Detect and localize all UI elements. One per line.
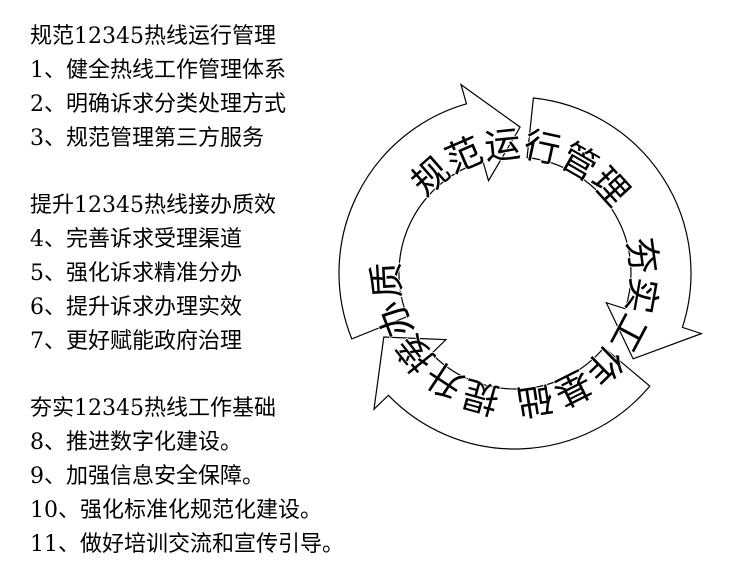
cycle-arrow-2 <box>373 336 651 450</box>
list-item: 2、明确诉求分类处理方式 <box>30 92 286 117</box>
list-item: 9、加强信息安全保障。 <box>30 464 264 489</box>
task-list: 规范12345热线运行管理 1、健全热线工作管理体系 2、明确诉求分类处理方式 … <box>30 20 430 562</box>
list-item: 7、更好赋能政府治理 <box>30 329 242 354</box>
group-title: 规范12345热线运行管理 <box>30 24 276 49</box>
group-improve: 提升12345热线接办质效 4、完善诉求受理渠道 5、强化诉求精准分办 6、提升… <box>30 189 430 359</box>
list-item: 6、提升诉求办理实效 <box>30 295 242 320</box>
list-item: 8、推进数字化建设。 <box>30 430 242 455</box>
cycle-arrows <box>338 83 704 450</box>
group-title: 提升12345热线接办质效 <box>30 193 276 218</box>
cycle-arrow-3 <box>338 83 521 340</box>
list-item: 1、健全热线工作管理体系 <box>30 58 286 83</box>
group-standardize: 规范12345热线运行管理 1、健全热线工作管理体系 2、明确诉求分类处理方式 … <box>30 20 430 156</box>
list-item: 11、做好培训交流和宣传引导。 <box>30 532 344 557</box>
list-item: 10、强化标准化规范化建设。 <box>30 498 322 523</box>
list-item: 5、强化诉求精准分办 <box>30 261 242 286</box>
group-title: 夯实12345热线工作基础 <box>30 396 276 421</box>
list-item: 4、完善诉求受理渠道 <box>30 227 242 252</box>
group-foundation: 夯实12345热线工作基础 8、推进数字化建设。 9、加强信息安全保障。 10、… <box>30 392 430 562</box>
list-item: 3、规范管理第三方服务 <box>30 126 264 151</box>
cycle-label-3: 提升接办质效 <box>0 0 504 421</box>
cycle-arrow-1 <box>526 97 704 360</box>
